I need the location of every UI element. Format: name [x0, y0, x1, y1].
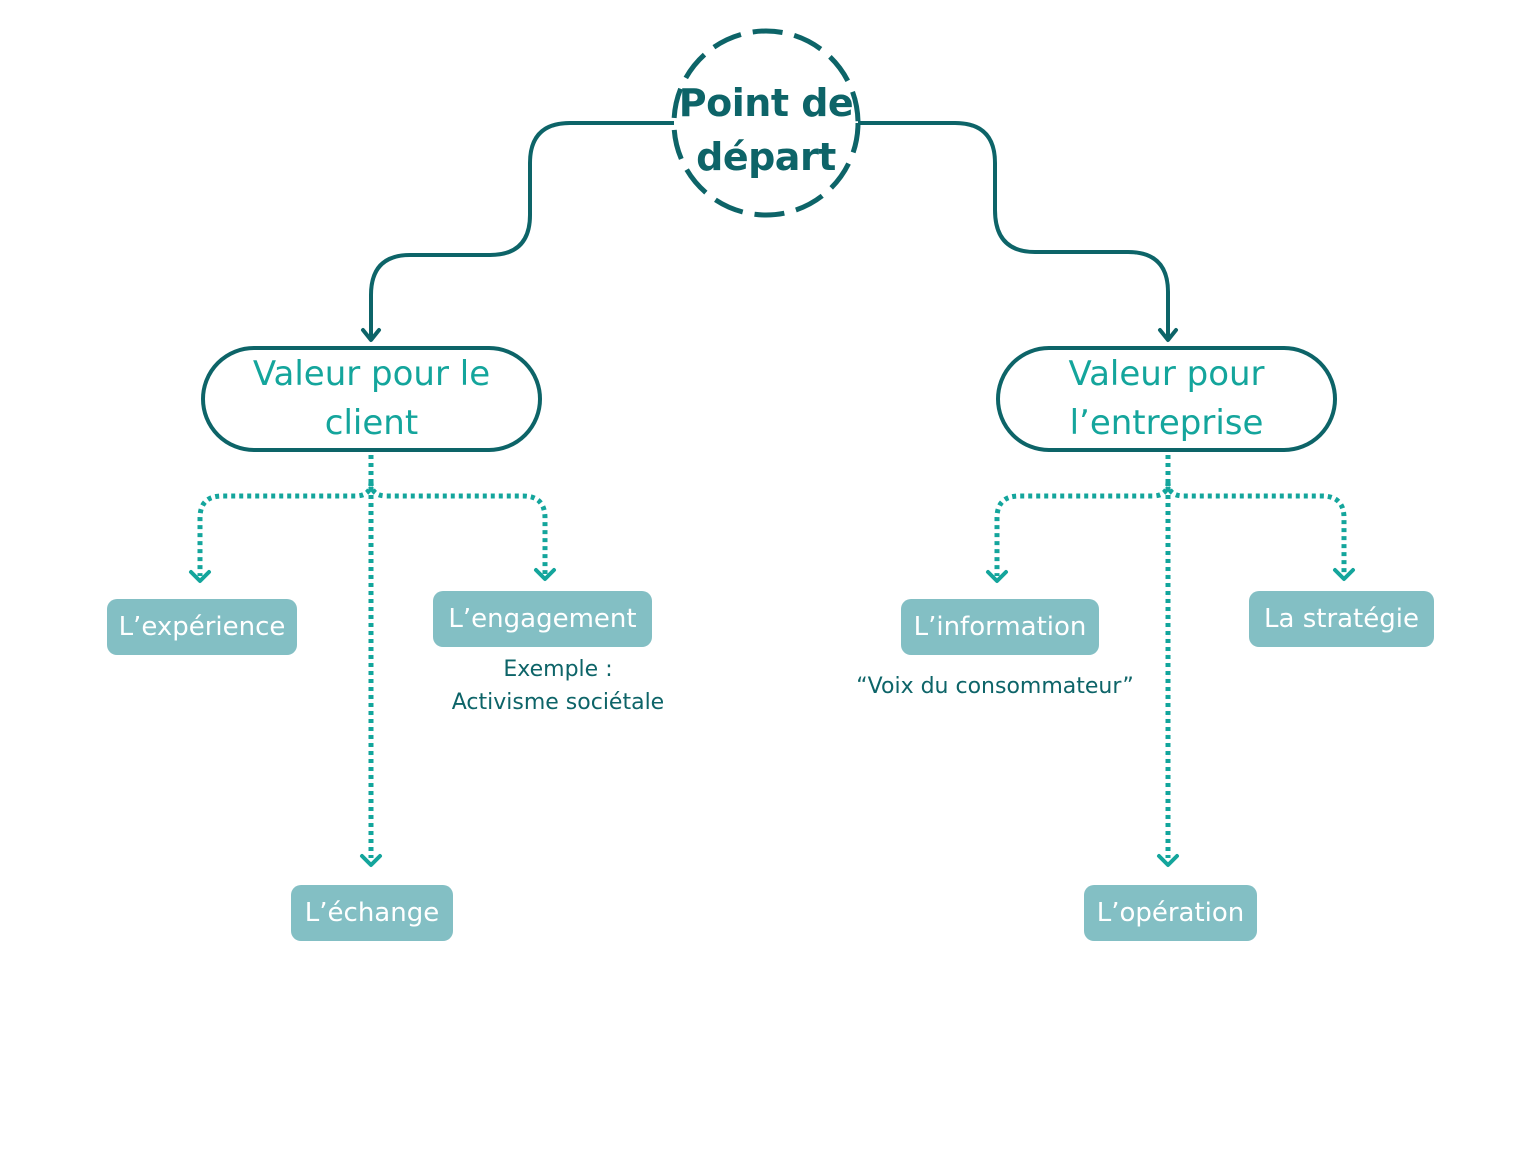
note-engagement-line-1: Exemple : [503, 657, 613, 682]
root-label-line-1: Point de [678, 81, 854, 125]
leaf-strategie: La stratégie [1249, 591, 1434, 647]
node-valeur-client-line-2: client [324, 403, 419, 443]
dotted-arrowhead-strategie [1333, 568, 1355, 581]
dotted-connector-client-to-engagement [368, 481, 548, 574]
node-valeur-entreprise: Valeur pour l’entreprise [996, 346, 1337, 452]
node-valeur-entreprise-line-2: l’entreprise [1069, 403, 1264, 443]
note-engagement-line-2: Activisme sociétale [451, 690, 665, 715]
arrowhead-entreprise [1158, 328, 1178, 342]
root-node-label: Point de départ [672, 76, 860, 184]
dotted-arrowhead-engagement [534, 568, 556, 581]
dotted-connector-entreprise-to-information [994, 481, 1171, 576]
connector-root-to-client [369, 121, 674, 338]
arrowhead-client [361, 328, 381, 342]
dotted-arrowhead-echange [360, 854, 382, 867]
root-label-line-2: départ [696, 135, 836, 179]
connector-root-to-entreprise [858, 121, 1170, 338]
node-valeur-entreprise-line-1: Valeur pour [1068, 354, 1265, 394]
dotted-connector-entreprise-to-strategie [1165, 481, 1347, 574]
note-engagement-example: Exemple : Activisme sociétale [438, 653, 678, 719]
note-information-quote: “Voix du consommateur” [856, 674, 1134, 699]
node-valeur-client: Valeur pour le client [201, 346, 542, 452]
leaf-operation: L’opération [1084, 885, 1257, 941]
leaf-information: L’information [901, 599, 1099, 655]
leaf-experience: L’expérience [107, 599, 297, 655]
dotted-arrowhead-experience [189, 570, 211, 583]
dotted-connector-client-to-experience [197, 481, 374, 576]
node-valeur-client-line-1: Valeur pour le [252, 354, 491, 394]
leaf-engagement: L’engagement [433, 591, 652, 647]
dotted-arrowhead-information [986, 570, 1008, 583]
dotted-arrowhead-operation [1157, 854, 1179, 867]
leaf-echange: L’échange [291, 885, 453, 941]
